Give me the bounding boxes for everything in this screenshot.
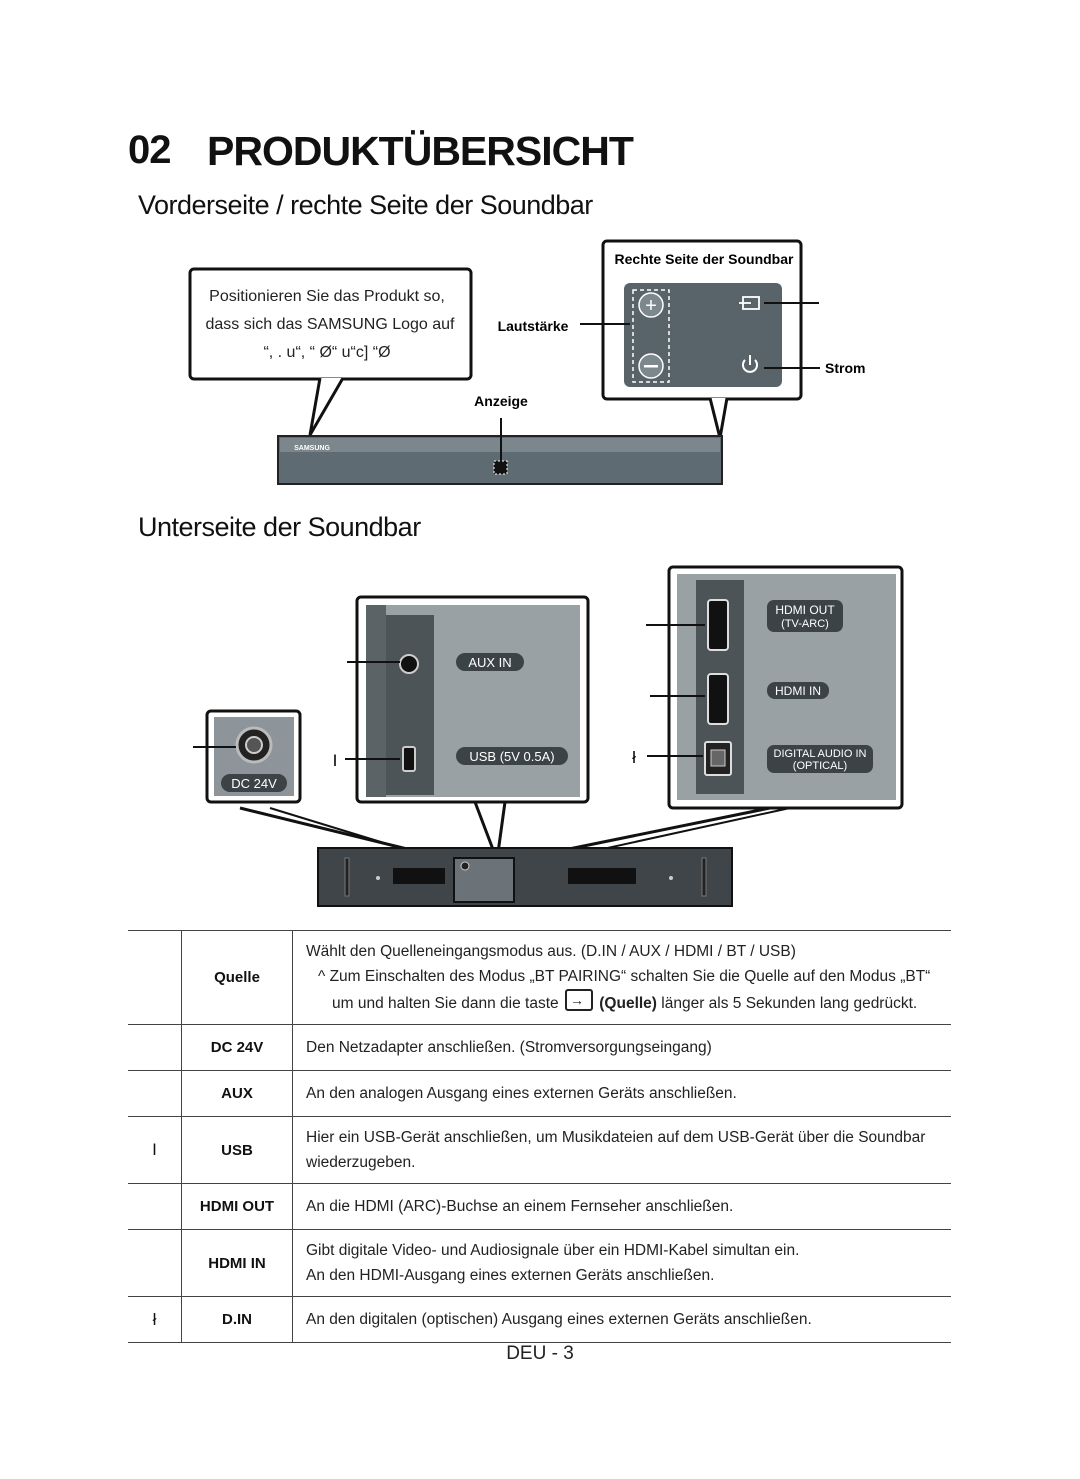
note-text-end: länger als 5 Sekunden lang gedrückt. bbox=[661, 995, 918, 1012]
indicator-light bbox=[493, 460, 508, 475]
row-number: ł bbox=[128, 1296, 182, 1343]
desc-line: An die HDMI (ARC)-Buchse an einem Fernse… bbox=[306, 1198, 734, 1215]
hdmi-in-port bbox=[707, 673, 729, 725]
volume-up-button bbox=[638, 292, 664, 318]
right-side-pointer bbox=[708, 397, 729, 439]
note-line: ^ Zum Einschalten des Modus „BT PAIRING“… bbox=[318, 968, 931, 985]
digital-marker: ł bbox=[632, 748, 636, 767]
power-icon bbox=[742, 355, 758, 373]
row-description: An die HDMI (ARC)-Buchse an einem Fernse… bbox=[292, 1183, 951, 1230]
power-label: Strom bbox=[825, 360, 865, 376]
desc-line: An den HDMI-Ausgang eines externen Gerät… bbox=[306, 1267, 715, 1284]
hdmi-out-sublabel: (TV-ARC) bbox=[781, 618, 829, 630]
table-row: Quelle Wählt den Quelleneingangsmodus au… bbox=[128, 930, 951, 1025]
table-row: HDMI OUT An die HDMI (ARC)-Buchse an ein… bbox=[128, 1183, 951, 1230]
digital-sublabel: (OPTICAL) bbox=[793, 760, 847, 772]
chapter-number: 02 bbox=[128, 128, 171, 172]
source-icon bbox=[739, 296, 760, 310]
bottom-slot-right bbox=[568, 868, 636, 884]
hdmi-out-pill bbox=[767, 600, 843, 632]
source-icon bbox=[564, 988, 593, 1013]
usb-marker: I bbox=[333, 751, 338, 770]
digital-label: DIGITAL AUDIO IN bbox=[774, 748, 867, 760]
row-number bbox=[128, 930, 182, 1025]
callout-line-2: dass sich das SAMSUNG Logo auf bbox=[205, 316, 455, 333]
dc-label: DC 24V bbox=[231, 776, 277, 791]
hdmi-in-label: HDMI IN bbox=[775, 684, 821, 698]
note-continuation: um und halten Sie dann die taste (Quelle… bbox=[306, 988, 951, 1016]
desc-line: wiederzugeben. bbox=[306, 1154, 416, 1171]
row-number bbox=[128, 1070, 182, 1117]
callout-pointer bbox=[308, 377, 345, 436]
row-description: An den analogen Ausgang eines externen G… bbox=[292, 1070, 951, 1117]
desc-line: Gibt digitale Video- und Audiosignale üb… bbox=[306, 1242, 800, 1259]
row-name: AUX bbox=[181, 1070, 293, 1117]
table-row: DC 24V Den Netzadapter anschließen. (Str… bbox=[128, 1024, 951, 1071]
row-description: Wählt den Quelleneingangsmodus aus. (D.I… bbox=[292, 930, 951, 1025]
spec-table: Quelle Wählt den Quelleneingangsmodus au… bbox=[128, 930, 951, 1343]
soundbar-bottom bbox=[317, 847, 733, 907]
right-side-label: Rechte Seite der Soundbar bbox=[615, 251, 794, 267]
minus-icon bbox=[644, 365, 658, 368]
desc-line: Hier ein USB-Gerät anschließen, um Musik… bbox=[306, 1129, 926, 1146]
row-name: Quelle bbox=[181, 930, 293, 1025]
hdmi-out-port bbox=[707, 599, 729, 651]
row-description: Gibt digitale Video- und Audiosignale üb… bbox=[292, 1229, 951, 1297]
row-number bbox=[128, 1024, 182, 1071]
aux-jack bbox=[399, 654, 419, 674]
callout-line-1: Positionieren Sie das Produkt so, bbox=[209, 288, 445, 305]
desc-line: An den analogen Ausgang eines externen G… bbox=[306, 1085, 737, 1102]
row-name: D.IN bbox=[181, 1296, 293, 1343]
plus-icon: + bbox=[645, 295, 657, 317]
row-description: An den digitalen (optischen) Ausgang ein… bbox=[292, 1296, 951, 1343]
indicator-label: Anzeige bbox=[474, 393, 528, 409]
table-row: AUX An den analogen Ausgang eines extern… bbox=[128, 1070, 951, 1117]
volume-zone bbox=[632, 289, 670, 383]
row-name: DC 24V bbox=[181, 1024, 293, 1071]
row-number bbox=[128, 1229, 182, 1297]
front-diagram: Positionieren Sie das Produkt so, dass s… bbox=[188, 239, 865, 485]
volume-label: Lautstärke bbox=[498, 318, 569, 334]
dc-label-pill bbox=[221, 774, 287, 792]
samsung-logo: SAMSUNG bbox=[294, 445, 330, 452]
bottom-heading: Unterseite der Soundbar bbox=[138, 512, 421, 542]
desc-line: Den Netzadapter anschließen. (Stromverso… bbox=[306, 1039, 712, 1056]
aux-label: AUX IN bbox=[468, 655, 511, 670]
row-number bbox=[128, 1183, 182, 1230]
bottom-slot-left bbox=[393, 868, 445, 884]
usb-label-pill bbox=[456, 747, 568, 765]
row-name: USB bbox=[181, 1116, 293, 1184]
aux-label-pill bbox=[456, 653, 524, 671]
row-name: HDMI IN bbox=[181, 1229, 293, 1297]
note-text: um und halten Sie dann die taste bbox=[332, 995, 559, 1012]
usb-label: USB (5V 0.5A) bbox=[469, 749, 554, 764]
table-row: HDMI IN Gibt digitale Video- und Audiosi… bbox=[128, 1229, 951, 1297]
chapter-title: PRODUKTÜBERSICHT bbox=[207, 128, 634, 174]
row-name: HDMI OUT bbox=[181, 1183, 293, 1230]
usb-port bbox=[402, 746, 416, 772]
digital-pill bbox=[767, 745, 873, 773]
table-row: ł D.IN An den digitalen (optischen) Ausg… bbox=[128, 1296, 951, 1343]
row-description: Hier ein USB-Gerät anschließen, um Musik… bbox=[292, 1116, 951, 1184]
desc-line: Wählt den Quelleneingangsmodus aus. (D.I… bbox=[306, 943, 796, 960]
page-number: DEU - 3 bbox=[506, 1343, 574, 1364]
front-heading: Vorderseite / rechte Seite der Soundbar bbox=[138, 190, 593, 220]
desc-line: An den digitalen (optischen) Ausgang ein… bbox=[306, 1311, 812, 1328]
callout-line-3: “, . u“, “ Ø“ u“c] “Ø bbox=[263, 344, 390, 361]
note-bold: (Quelle) bbox=[599, 995, 657, 1012]
hdmi-out-label: HDMI OUT bbox=[775, 603, 835, 617]
table-row: I USB Hier ein USB-Gerät anschließen, um… bbox=[128, 1116, 951, 1184]
bottom-diagram: DC 24V AUX IN USB (5V 0.5A) I HDMI OUT (… bbox=[193, 565, 904, 907]
hdmi-in-pill bbox=[767, 682, 829, 699]
row-number: I bbox=[128, 1116, 182, 1184]
dc-jack-pin bbox=[245, 736, 263, 754]
row-description: Den Netzadapter anschließen. (Stromverso… bbox=[292, 1024, 951, 1071]
